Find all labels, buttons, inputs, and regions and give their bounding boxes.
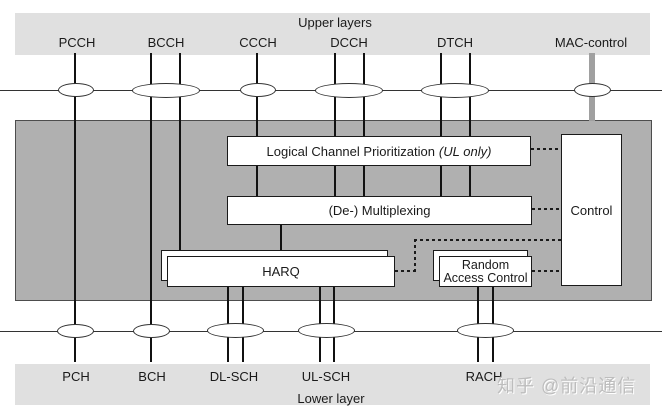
rac-label-line1: Random	[461, 257, 510, 272]
channel-label-bch: BCH	[138, 369, 166, 384]
pch-sap-ellipse	[57, 324, 94, 338]
channel-label-ccch: CCCH	[239, 35, 277, 50]
channel-label-mac-control: MAC-control	[554, 35, 628, 50]
bcch-harq-line	[179, 53, 181, 251]
pcch-sap-ellipse	[58, 83, 94, 97]
channel-label-pcch: PCCH	[58, 35, 96, 50]
bcch-bch-line	[150, 53, 152, 362]
ul-sch-sap-ellipse	[298, 323, 355, 338]
lcp-control-dashed-link	[531, 148, 561, 150]
rac-control-dashed-link	[532, 270, 561, 272]
lower-layer-label: Lower layer	[297, 391, 365, 406]
harq-label: HARQ	[262, 264, 300, 279]
rac-label-line2: Access Control	[443, 270, 528, 285]
logical-channel-prioritization-box: Logical Channel Prioritization (UL only)	[227, 136, 531, 166]
channel-label-dtch: DTCH	[436, 35, 474, 50]
dcch-line-1	[334, 53, 336, 196]
dl-sch-sap-ellipse	[207, 323, 264, 338]
zhihu-watermark: 知乎 @前沿通信	[497, 376, 637, 396]
pcch-pch-line	[74, 53, 76, 362]
demultiplexing-label: (De-) Multiplexing	[328, 203, 431, 218]
lower-layer-band	[15, 364, 650, 405]
mac-control-sap-ellipse	[574, 83, 611, 97]
control-label: Control	[570, 202, 613, 218]
channel-label-rach: RACH	[465, 369, 503, 384]
harq-box: HARQ	[167, 256, 395, 287]
lcp-label: Logical Channel Prioritization	[266, 143, 435, 159]
control-box: Control	[561, 134, 622, 286]
mux-harq-line	[280, 225, 282, 251]
ccch-line	[256, 53, 258, 196]
ccch-sap-ellipse	[240, 83, 276, 97]
upper-layers-label: Upper layers	[298, 15, 372, 30]
harq-control-dashed-link	[414, 239, 561, 241]
upper-layers-band	[15, 13, 650, 55]
harq-dashed-link-v	[414, 239, 416, 272]
demultiplexing-box: (De-) Multiplexing	[227, 196, 532, 225]
channel-label-ul-sch: UL-SCH	[301, 369, 351, 384]
dcch-line-2	[363, 53, 365, 196]
lcp-label-ul-only: (UL only)	[438, 143, 492, 159]
channel-label-dcch: DCCH	[330, 35, 368, 50]
channel-label-pch: PCH	[62, 369, 90, 384]
channel-label-dl-sch: DL-SCH	[209, 369, 259, 384]
dtch-line-1	[440, 53, 442, 196]
channel-label-bcch: BCCH	[147, 35, 185, 50]
random-access-control-box: Random Access Control	[439, 256, 532, 287]
rach-sap-ellipse	[457, 323, 514, 338]
harq-dashed-link-h1	[395, 270, 417, 272]
dtch-line-2	[469, 53, 471, 196]
bch-sap-ellipse	[133, 324, 170, 338]
dtch-sap-ellipse	[421, 83, 489, 98]
dcch-sap-ellipse	[315, 83, 383, 98]
bcch-sap-ellipse	[132, 83, 200, 98]
mux-control-dashed-link	[532, 208, 561, 210]
